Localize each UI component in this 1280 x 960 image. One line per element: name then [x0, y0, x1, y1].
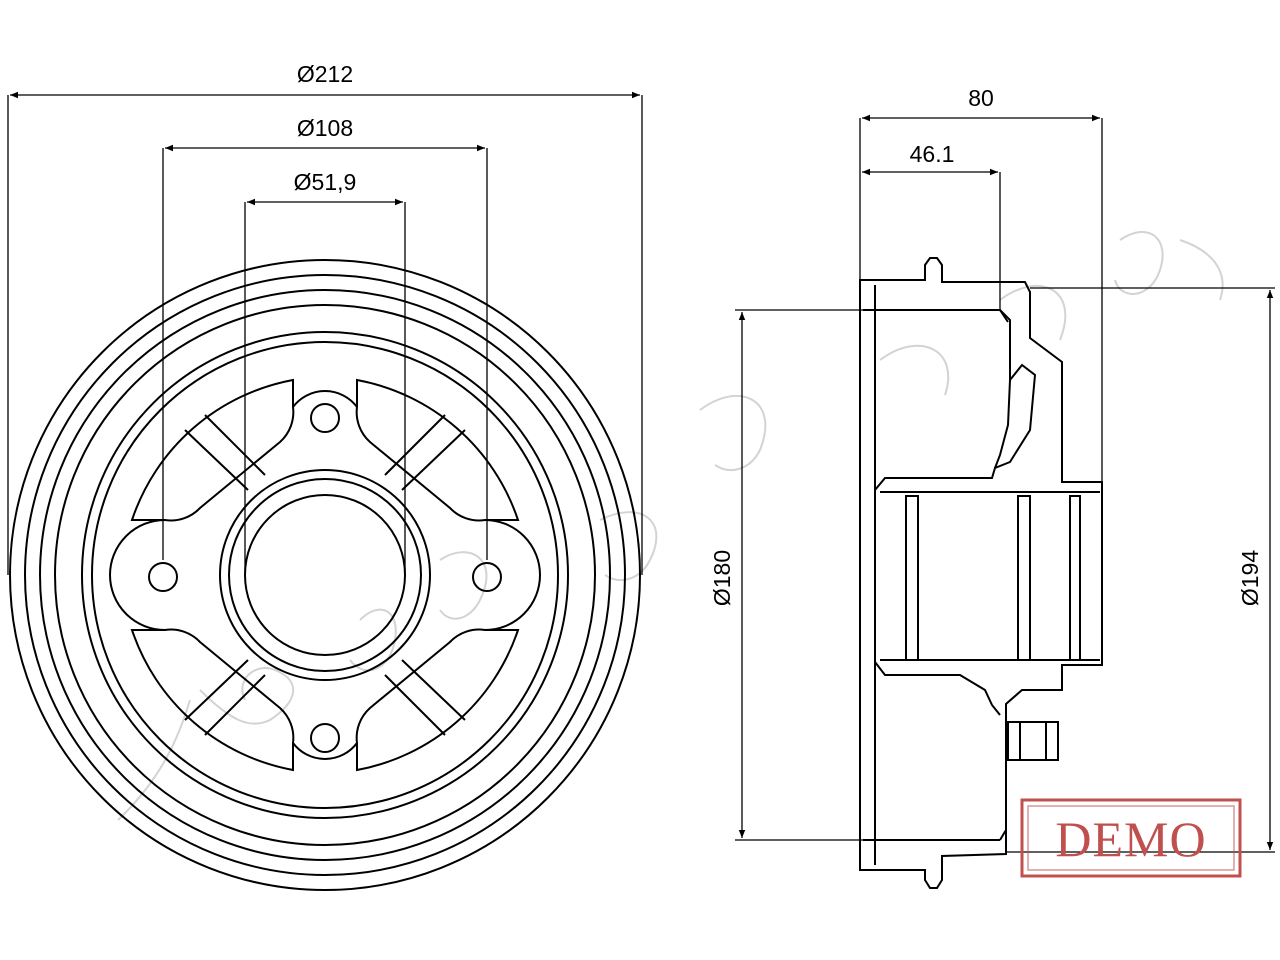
front-dimension-lines: [7, 91, 643, 575]
side-dimension-lines: [735, 114, 1275, 853]
bolt-circle-label: Ø108: [297, 115, 353, 141]
hub-offset-label: 46.1: [910, 141, 955, 167]
outer-body-diameter-label: Ø194: [1237, 550, 1263, 606]
demo-stamp: DEMO: [1020, 798, 1242, 878]
overall-width-label: 80: [968, 85, 994, 111]
center-bore-label: Ø51,9: [294, 169, 357, 195]
front-view: [9, 259, 641, 891]
outer-diameter-label: Ø212: [297, 61, 353, 87]
watermark-logo: [117, 230, 1224, 821]
demo-stamp-label: DEMO: [1055, 811, 1206, 867]
braking-diameter-label: Ø180: [709, 550, 735, 606]
side-section-view: [859, 257, 1103, 889]
